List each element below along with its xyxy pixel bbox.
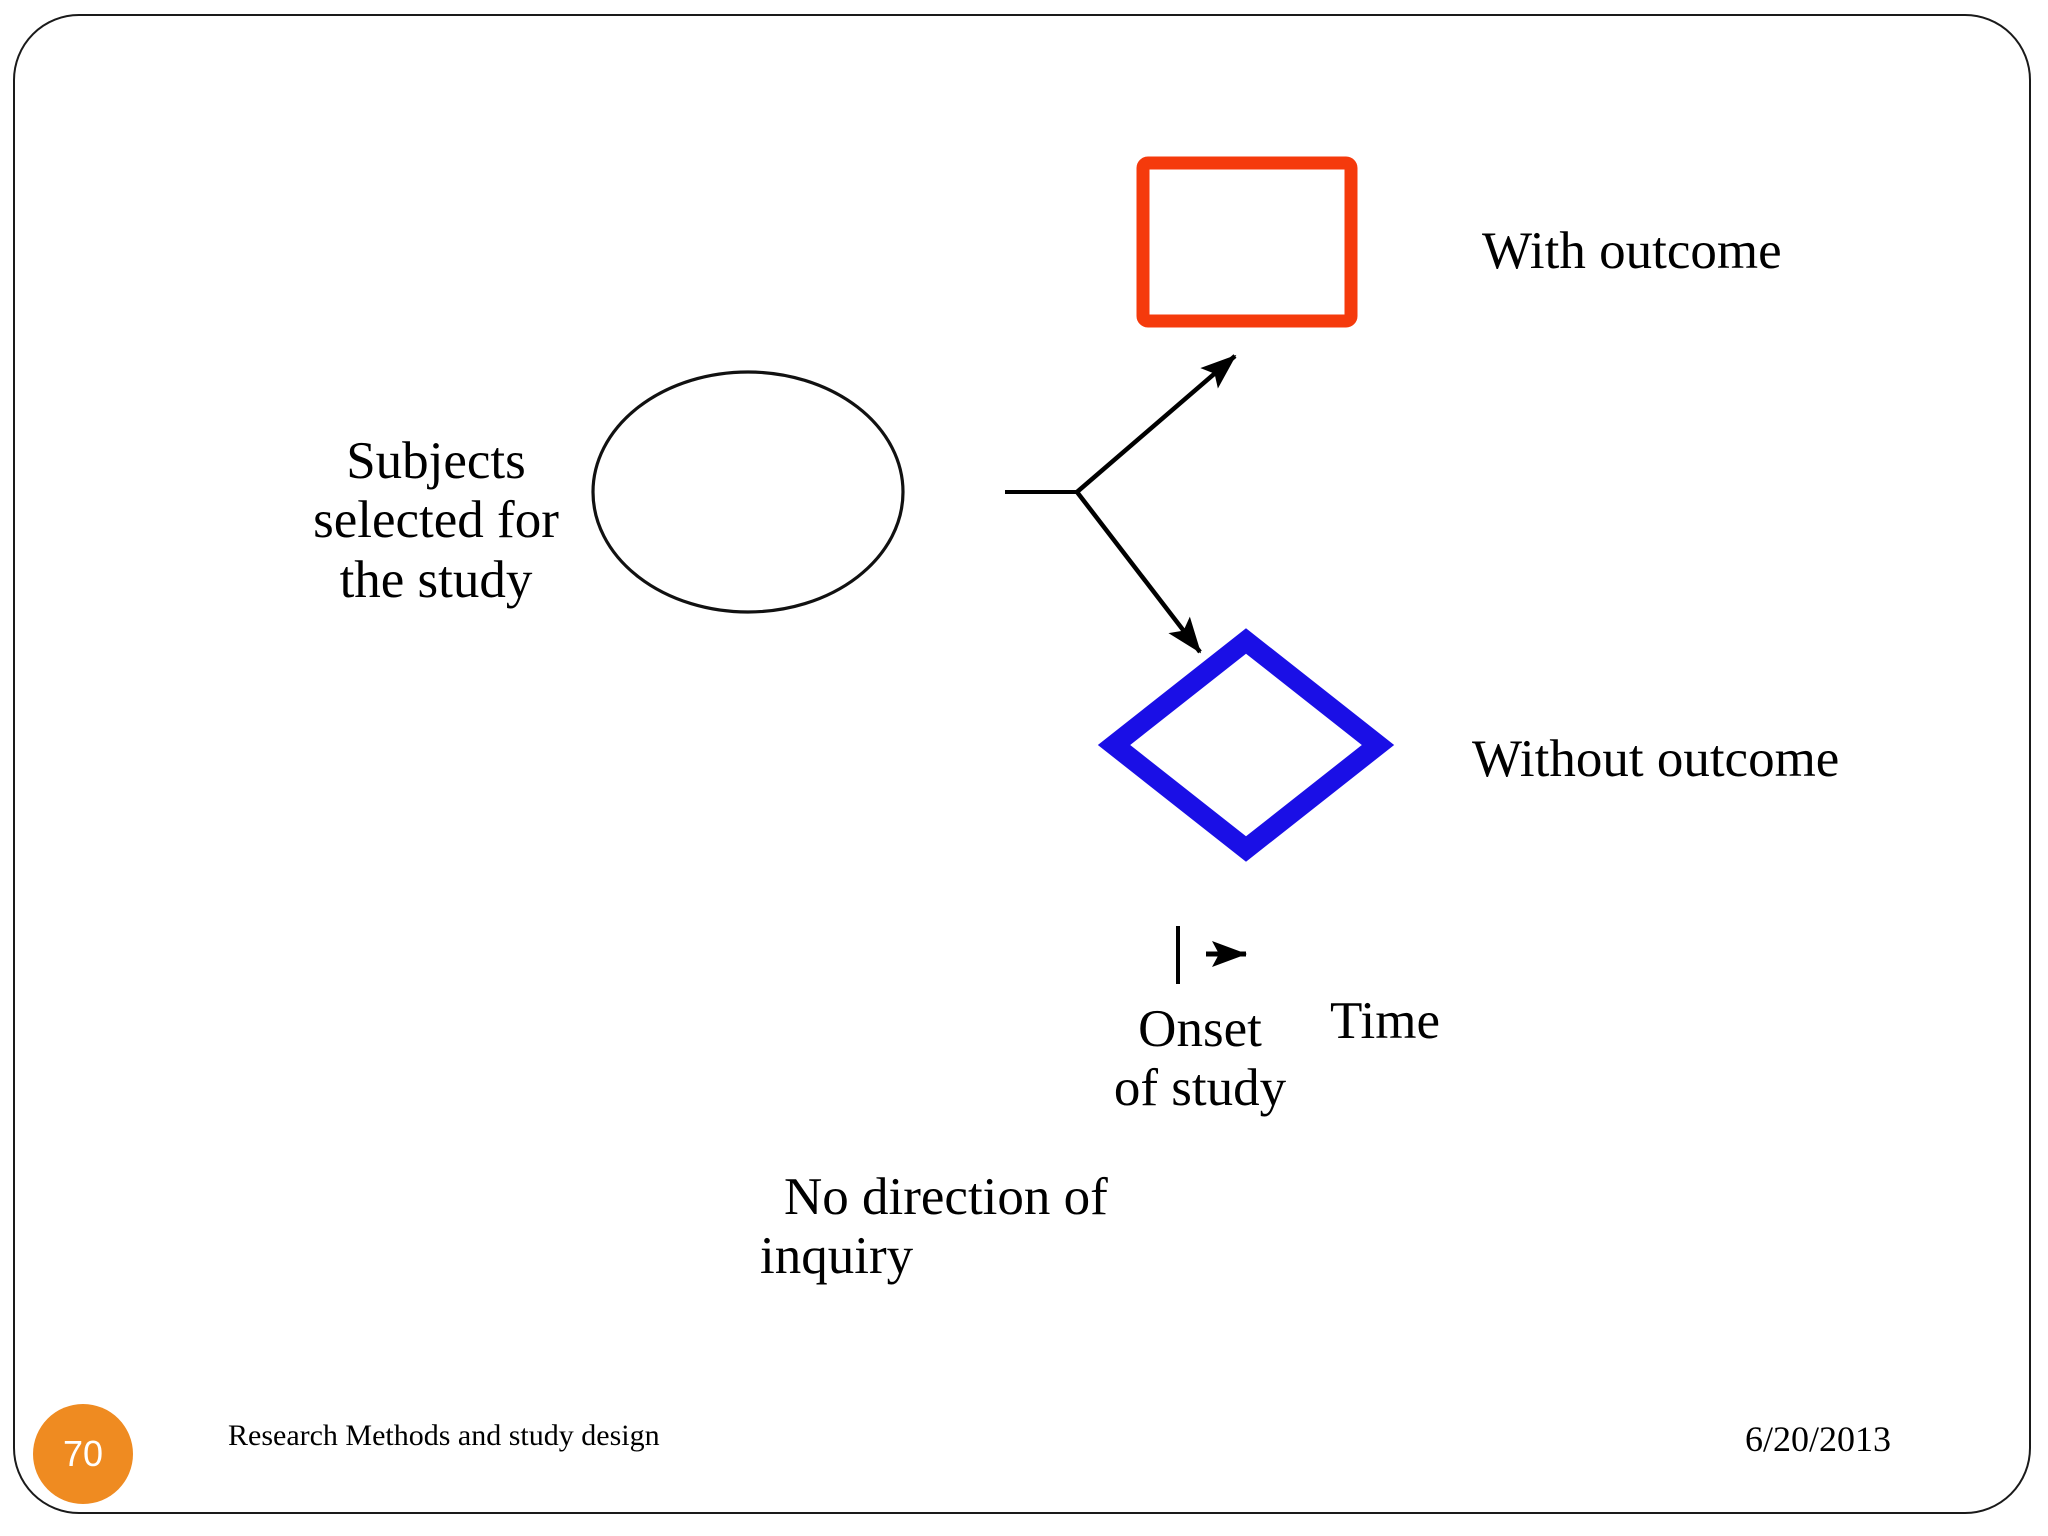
slide-number-badge: 70 — [33, 1404, 133, 1504]
time-axis-label: Time — [1330, 992, 1440, 1050]
slide-number-text: 70 — [62, 1433, 104, 1474]
no-direction-of-inquiry-label: No direction of inquiry — [760, 1168, 1108, 1286]
footer-title: Research Methods and study design — [228, 1419, 660, 1452]
footer-date: 6/20/2013 — [1745, 1419, 1892, 1459]
outcome-positive-label: With outcome — [1482, 222, 1782, 280]
outcome-negative-label: Without outcome — [1472, 730, 1840, 788]
slide-border-frame — [13, 14, 2031, 1514]
onset-of-study-label: Onset of study — [1113, 1000, 1287, 1118]
population-label: Subjects selected for the study — [313, 432, 559, 609]
